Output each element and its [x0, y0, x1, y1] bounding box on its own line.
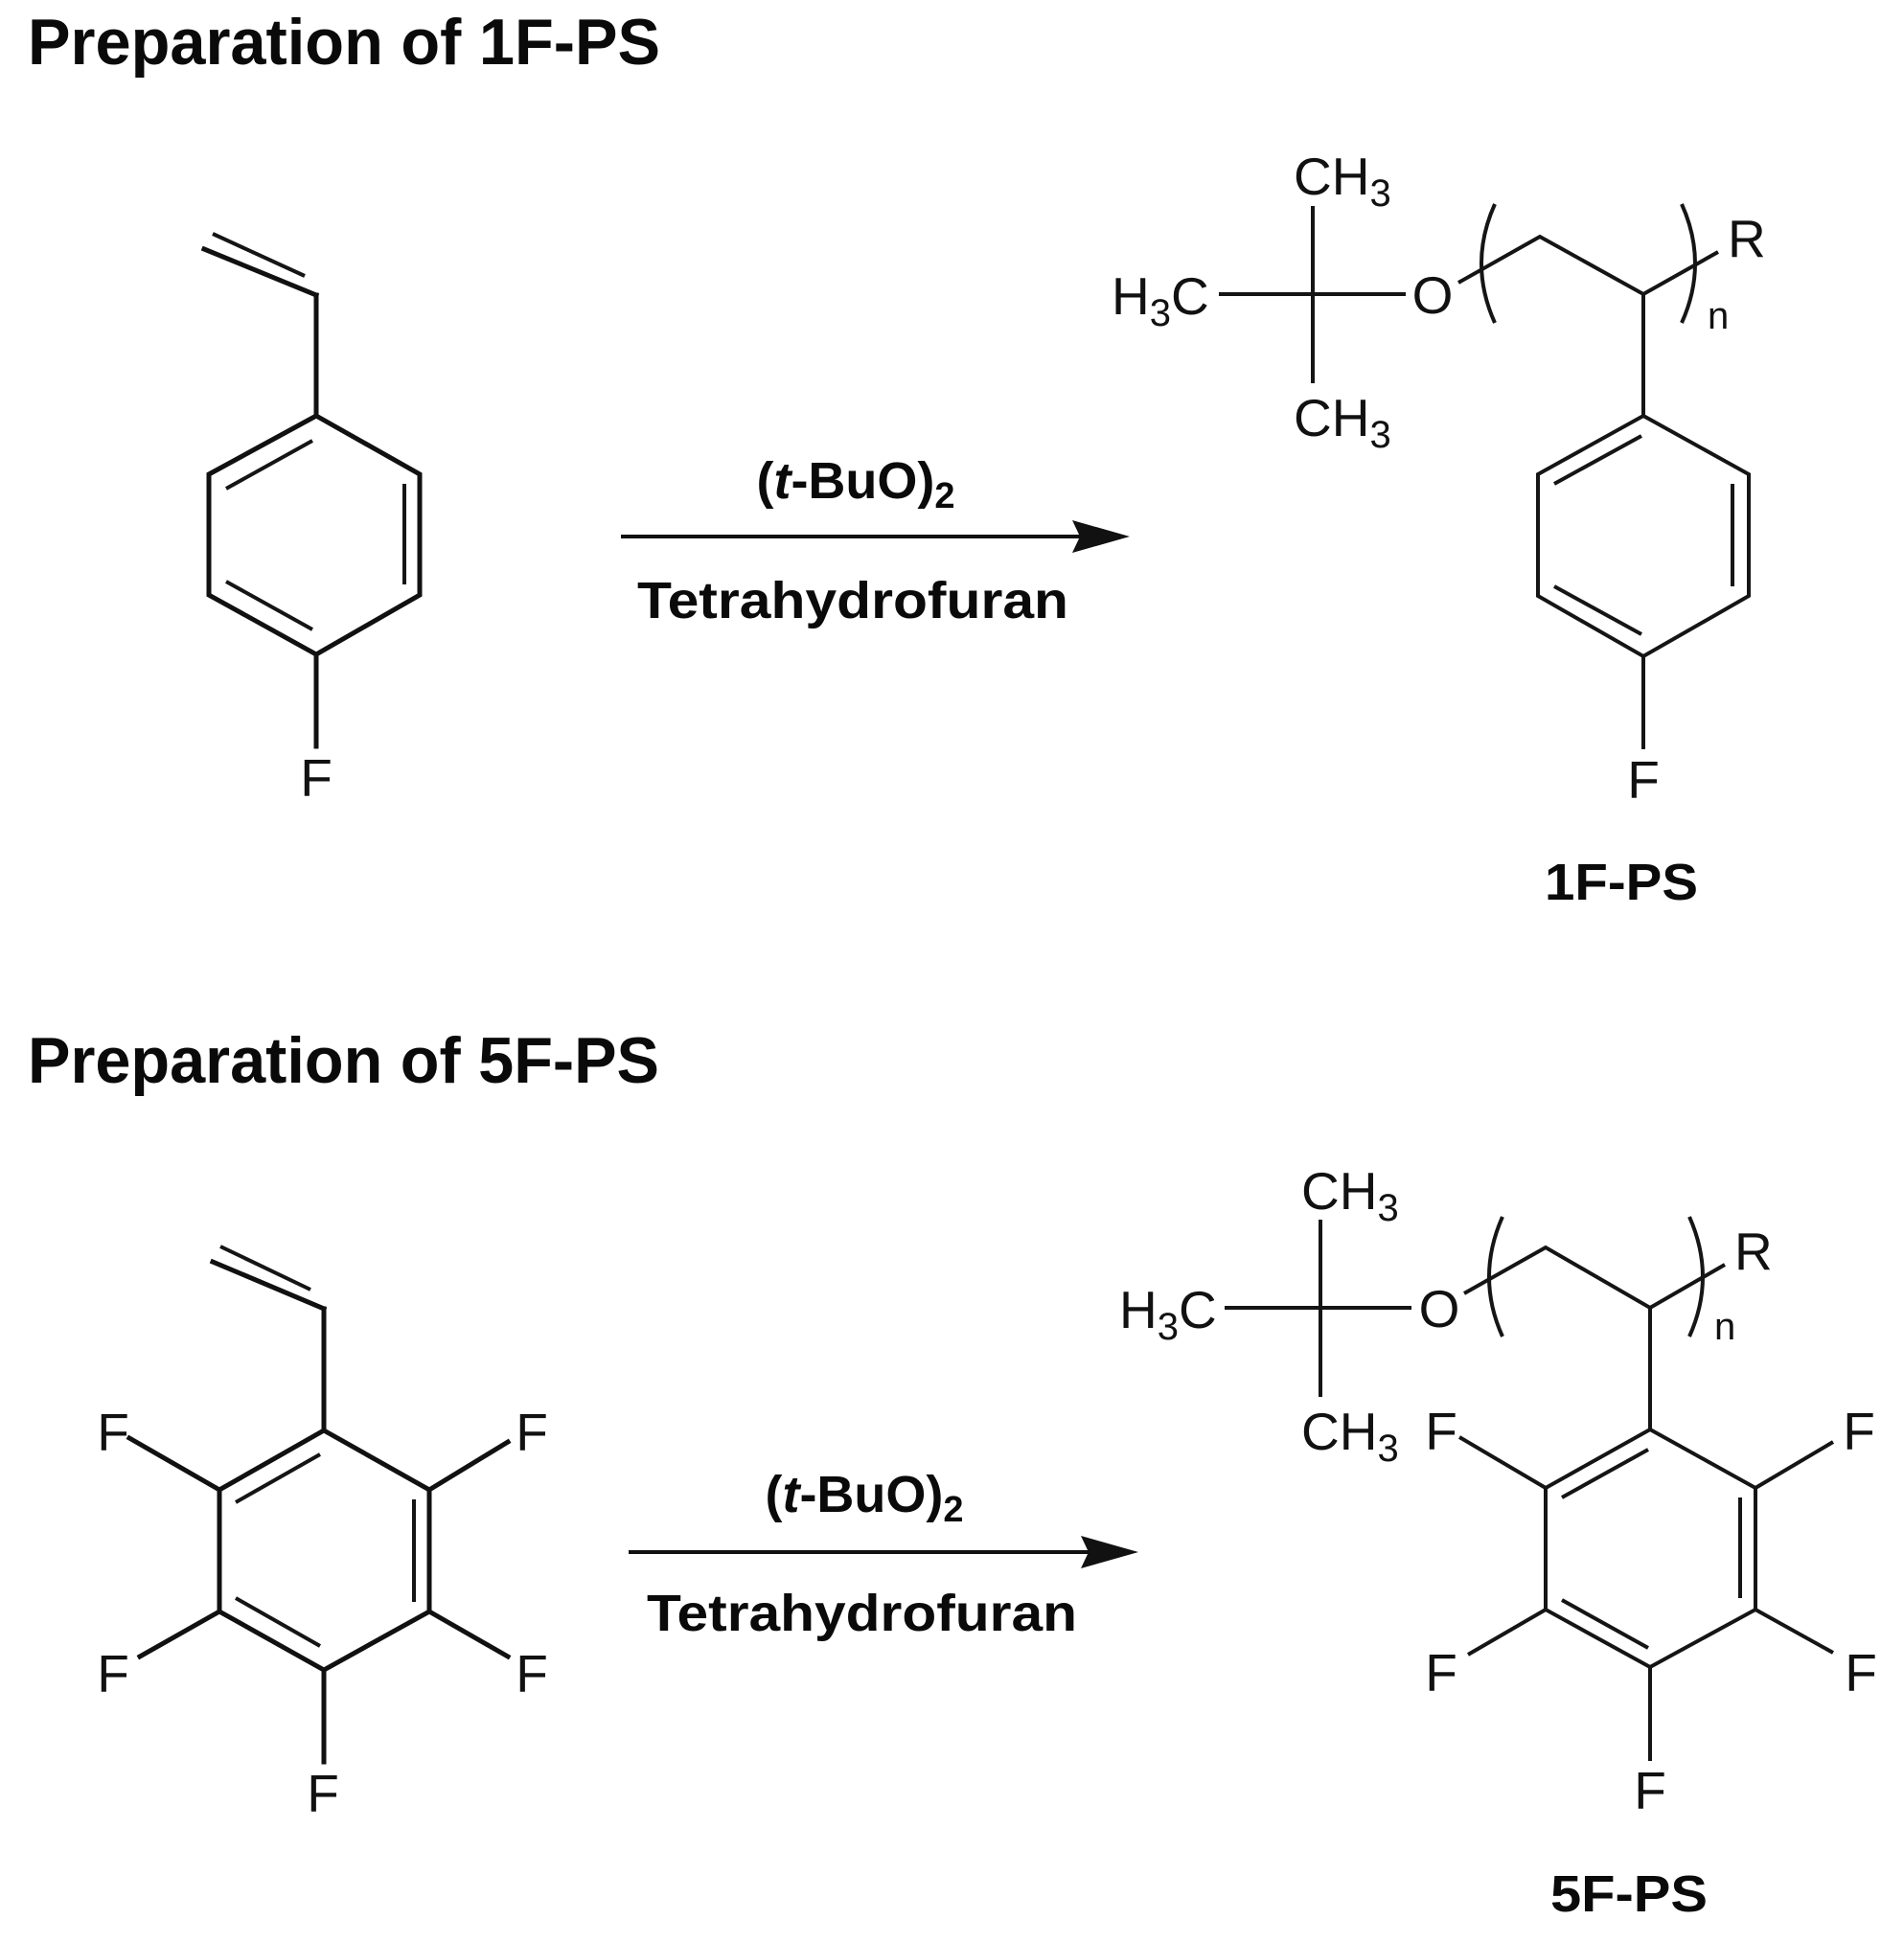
benzene-ring — [206, 413, 423, 657]
right-bracket — [1687, 1216, 1705, 1337]
polymer-backbone: R n — [1463, 1216, 1773, 1429]
right-bracket — [1680, 203, 1697, 324]
fluorine-label: F — [1627, 750, 1660, 810]
fluorine-label: F — [300, 748, 333, 808]
end-group-label: R — [1728, 209, 1766, 268]
product-5F-PS: CH3 H3C CH3 O R n — [1119, 1161, 1877, 1923]
fluorine-label: F — [516, 1644, 548, 1703]
repeat-unit-label: n — [1714, 1306, 1735, 1348]
methyl-left-label: H3C — [1119, 1280, 1217, 1348]
fluorine-label: F — [1843, 1402, 1875, 1461]
c-f-bonds — [126, 1434, 512, 1765]
fluorine-label: F — [516, 1403, 548, 1462]
product-1F-PS: CH3 H3C CH3 O R n F 1F-PS — [1112, 147, 1766, 911]
vinyl-group — [200, 232, 320, 419]
repeat-unit-label: n — [1708, 295, 1729, 337]
fluorine-label: F — [1425, 1643, 1457, 1703]
c-f-bonds — [1457, 1435, 1835, 1761]
scheme-5F-PS: Preparation of 5F-PS F F — [28, 1024, 1877, 1923]
methyl-bottom-label: CH3 — [1301, 1402, 1399, 1470]
left-bracket — [1480, 203, 1497, 324]
fluorine-label: F — [97, 1403, 129, 1462]
benzene-ring — [217, 1428, 432, 1673]
scheme-title: Preparation of 5F-PS — [28, 1024, 659, 1097]
compound-label: 1F-PS — [1545, 854, 1698, 911]
methyl-top-label: CH3 — [1301, 1161, 1399, 1229]
oxygen-label: O — [1412, 265, 1454, 325]
reagent-di-tert-butyl-peroxide: (t-BuO)2 — [756, 452, 954, 516]
tert-butoxy-group: CH3 H3C CH3 O — [1119, 1161, 1459, 1470]
methyl-left-label: H3C — [1112, 266, 1209, 334]
fluorine-label: F — [1425, 1402, 1457, 1461]
polymer-backbone: R n — [1457, 203, 1766, 416]
solvent-label: Tetrahydrofuran — [647, 1585, 1077, 1642]
methyl-bottom-label: CH3 — [1294, 388, 1391, 456]
fluorine-label: F — [307, 1764, 339, 1823]
reactant-pentafluorostyrene: F F F F F — [97, 1245, 548, 1823]
fluorine-label: F — [97, 1644, 129, 1703]
fluorine-label: F — [1634, 1761, 1666, 1820]
oxygen-label: O — [1419, 1279, 1460, 1338]
methyl-top-label: CH3 — [1294, 147, 1391, 215]
benzene-ring — [1544, 1427, 1757, 1670]
tert-butoxy-group: CH3 H3C CH3 O — [1112, 147, 1453, 456]
fluorine-label: F — [1845, 1643, 1877, 1703]
compound-label: 5F-PS — [1550, 1865, 1708, 1923]
reaction-arrow — [629, 1536, 1138, 1568]
scheme-title: Preparation of 1F-PS — [28, 6, 660, 79]
reagent-di-tert-butyl-peroxide: (t-BuO)2 — [765, 1466, 963, 1530]
scheme-1F-PS: Preparation of 1F-PS F (t-BuO)2 Tetrahyd… — [28, 6, 1766, 911]
reaction-arrow — [621, 520, 1130, 553]
benzene-ring — [1536, 413, 1751, 659]
left-bracket — [1487, 1216, 1504, 1337]
vinyl-group — [209, 1245, 328, 1433]
end-group-label: R — [1734, 1222, 1773, 1281]
reactant-4-fluorostyrene: F — [200, 232, 423, 808]
solvent-label: Tetrahydrofuran — [637, 572, 1068, 629]
